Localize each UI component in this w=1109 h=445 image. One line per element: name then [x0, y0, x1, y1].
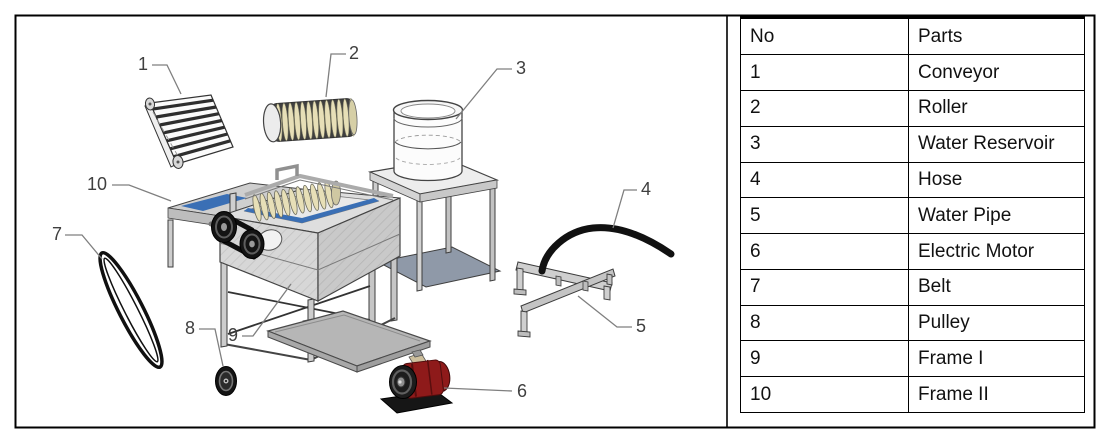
chute-lip — [267, 330, 358, 373]
cell-no: 7 — [740, 268, 909, 306]
leader-6 — [443, 387, 513, 392]
cell-part: Belt — [908, 268, 1085, 306]
cell-no: 9 — [740, 340, 909, 378]
callout-3: 3 — [516, 58, 526, 78]
header-no: No — [740, 15, 909, 56]
machine-leg — [220, 259, 228, 348]
belt-illustration — [98, 250, 164, 370]
callout-10: 10 — [87, 174, 107, 194]
cell-part: Frame I — [908, 340, 1085, 378]
table-row: 5 Water Pipe — [740, 197, 1085, 235]
cell-no: 10 — [740, 376, 909, 413]
callout-8: 8 — [185, 318, 195, 338]
cell-part: Water Pipe — [908, 197, 1085, 235]
table-row: 1 Conveyor — [740, 54, 1085, 92]
tank-roller — [252, 180, 334, 222]
callouts: 1 2 3 4 5 6 7 8 9 10 — [52, 43, 651, 401]
tank-right-face — [317, 197, 401, 303]
overhead-rail — [244, 173, 394, 198]
cell-no: 8 — [740, 304, 909, 342]
cell-part: Water Reservoir — [908, 125, 1085, 163]
callout-9: 9 — [228, 325, 238, 345]
table-row: 7 Belt — [740, 268, 1085, 306]
machine-assembly-illustration — [167, 163, 432, 373]
conveyor-slats — [152, 98, 231, 159]
pulley-illustration — [215, 366, 237, 396]
drive-belt-and-pulleys — [208, 211, 265, 260]
conveyor-illustration — [144, 94, 234, 169]
leader-9 — [242, 283, 292, 337]
stand-leg — [416, 192, 423, 292]
leader-1 — [152, 64, 182, 95]
table-header-row: No Parts — [740, 15, 1085, 56]
handle-arch — [275, 163, 299, 180]
chute-inner-line — [274, 314, 421, 342]
stand-top-edge — [419, 179, 498, 203]
parts-table-panel: No Parts 1 Conveyor 2 Roller 3 Water Res… — [740, 15, 1085, 413]
table-row: 6 Electric Motor — [740, 233, 1085, 270]
leader-2 — [325, 53, 346, 98]
machine-leg — [167, 219, 174, 268]
table-row: 8 Pulley — [740, 304, 1085, 342]
leader-3 — [455, 68, 512, 120]
callout-6: 6 — [517, 381, 527, 401]
table-row: 3 Water Reservoir — [740, 125, 1085, 163]
stand-floor-panel — [376, 246, 502, 288]
leader-7 — [65, 234, 103, 260]
cell-part: Hose — [908, 161, 1085, 199]
cell-no: 1 — [740, 54, 909, 92]
cell-part: Conveyor — [908, 54, 1085, 92]
table-row: 10 Frame II — [740, 376, 1085, 413]
cross-brace — [227, 285, 371, 335]
leader-4 — [612, 189, 637, 229]
bottom-rail — [223, 343, 312, 361]
table-row: 9 Frame I — [740, 340, 1085, 378]
table-row: 2 Roller — [740, 90, 1085, 127]
cell-no: 6 — [740, 233, 909, 270]
leader-8 — [199, 328, 224, 367]
table-row: 4 Hose — [740, 161, 1085, 199]
cell-part: Frame II — [908, 376, 1085, 413]
callout-7: 7 — [52, 224, 62, 244]
callout-5: 5 — [636, 316, 646, 336]
roller-illustration — [262, 98, 358, 143]
callout-4: 4 — [641, 179, 651, 199]
callout-2: 2 — [349, 43, 359, 63]
cell-part: Roller — [908, 90, 1085, 127]
cell-part: Electric Motor — [908, 233, 1085, 270]
water-reservoir-illustration — [392, 99, 464, 182]
stand-leg — [489, 180, 496, 282]
machine-leg — [390, 250, 398, 322]
roller-end-cap — [262, 103, 282, 143]
leader-10 — [112, 184, 172, 202]
cell-no: 2 — [740, 90, 909, 127]
hose-illustration — [538, 224, 675, 275]
electric-motor-illustration — [379, 349, 454, 414]
callout-1: 1 — [138, 54, 148, 74]
header-parts: Parts — [908, 15, 1085, 56]
overhead-rail-line — [244, 179, 394, 201]
cell-no: 4 — [740, 161, 909, 199]
cell-no: 3 — [740, 125, 909, 163]
parts-table: No Parts 1 Conveyor 2 Roller 3 Water Res… — [740, 15, 1085, 413]
cell-no: 5 — [740, 197, 909, 235]
cell-part: Pulley — [908, 304, 1085, 342]
leader-5 — [577, 295, 632, 328]
